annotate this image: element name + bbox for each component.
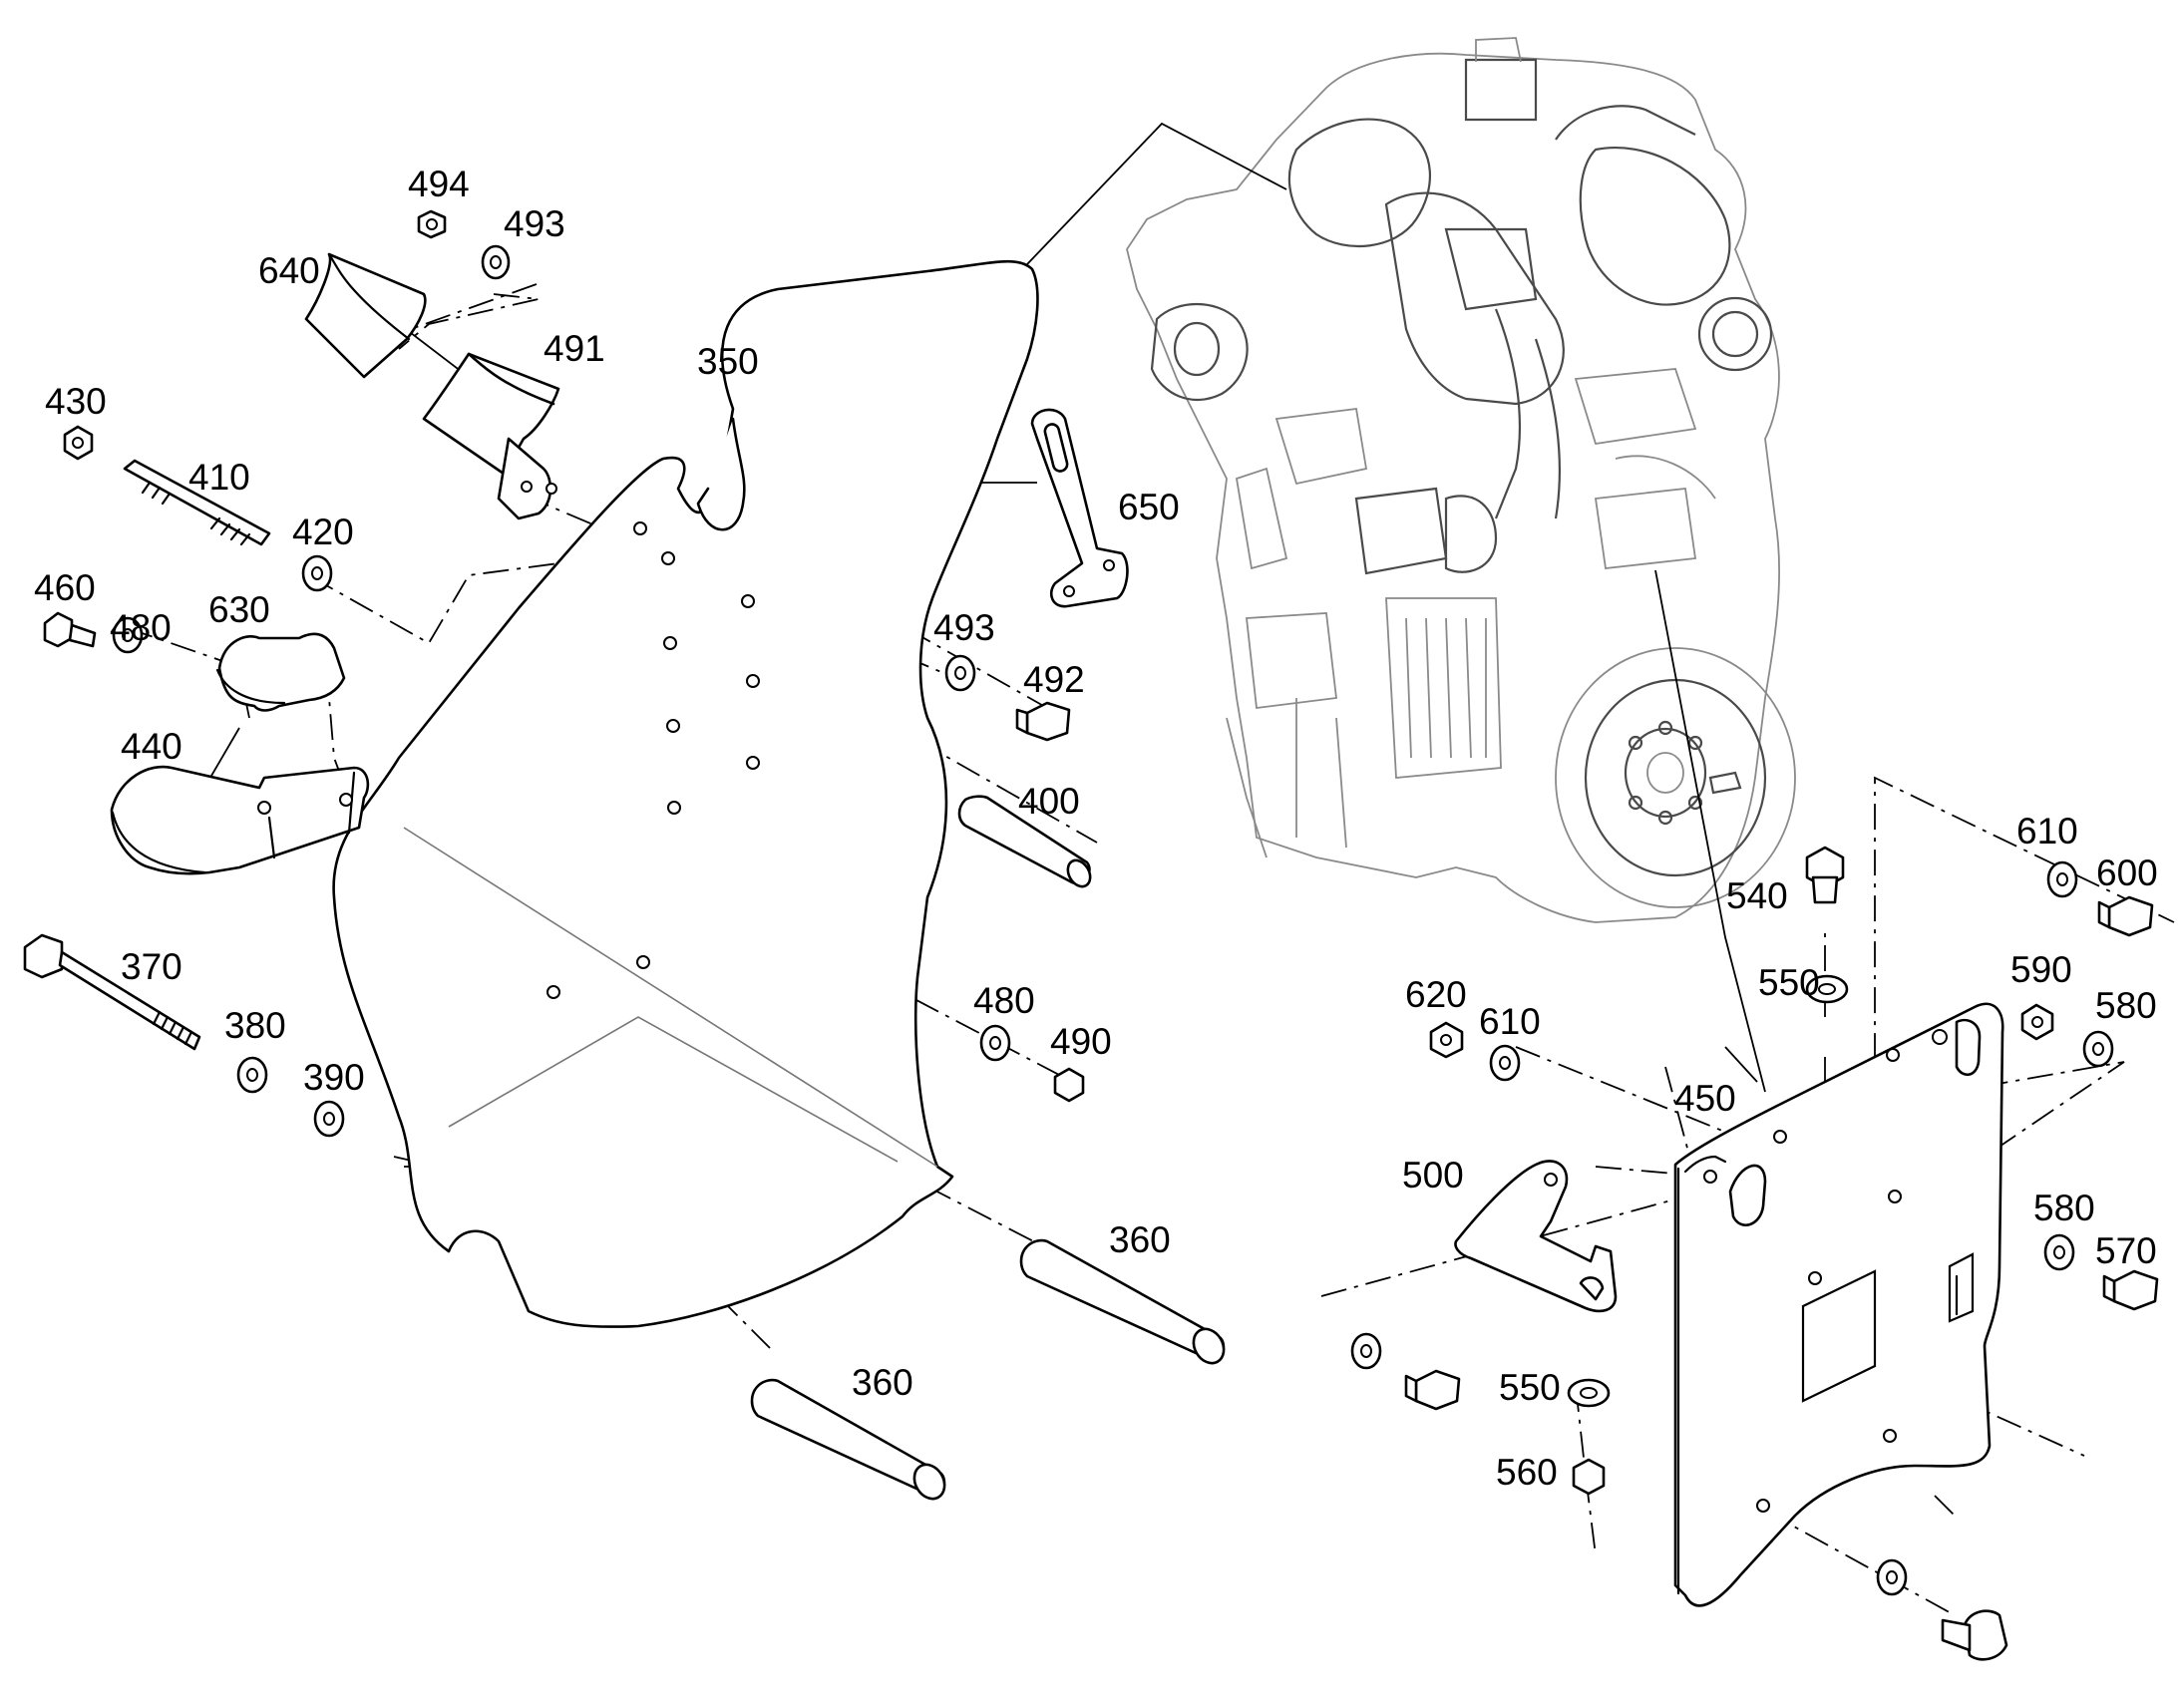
callout-370: 370 <box>121 946 182 987</box>
washer-493-right <box>944 654 976 692</box>
screw-bottom-450 <box>1941 1609 2008 1661</box>
callout-491: 491 <box>544 328 605 369</box>
callout-580: 580 <box>2033 1188 2095 1228</box>
callout-493: 493 <box>504 203 565 244</box>
callout-360: 360 <box>1109 1219 1171 1260</box>
callout-350: 350 <box>697 341 759 382</box>
callout-610: 610 <box>1479 1001 1541 1042</box>
callout-380: 380 <box>224 1005 286 1046</box>
shield-350 <box>332 259 1039 1328</box>
callout-430: 430 <box>45 381 107 422</box>
engine-assembly <box>1126 37 1796 923</box>
callout-480: 480 <box>973 980 1035 1021</box>
callout-570: 570 <box>2095 1230 2157 1271</box>
nut-494 <box>417 209 447 239</box>
bolt-570 <box>2102 1269 2159 1311</box>
callout-390: 390 <box>303 1057 365 1098</box>
clamp-440 <box>110 765 370 875</box>
callout-610: 610 <box>2016 811 2078 852</box>
clamp-491 <box>422 352 560 520</box>
bolt-left-500 <box>1404 1369 1461 1411</box>
callout-600: 600 <box>2096 853 2158 893</box>
callout-620: 620 <box>1405 974 1467 1015</box>
washer-610-upper <box>2046 860 2078 898</box>
callout-500: 500 <box>1402 1155 1464 1196</box>
spacer-360-upper <box>1019 1238 1226 1365</box>
washer-480-right <box>979 1024 1011 1062</box>
washer-610-lower <box>1489 1044 1521 1082</box>
callout-550: 550 <box>1499 1367 1561 1408</box>
washer-480-left <box>112 616 144 654</box>
callout-550: 550 <box>1758 962 1820 1003</box>
callout-630: 630 <box>208 589 270 630</box>
plate-450 <box>1673 1002 2004 1607</box>
callout-494: 494 <box>408 164 470 204</box>
callout-650: 650 <box>1118 487 1180 527</box>
nut-590 <box>2020 1003 2054 1041</box>
callout-450: 450 <box>1674 1078 1736 1119</box>
clamp-630 <box>215 632 346 712</box>
washer-580-upper <box>2082 1030 2114 1068</box>
washer-390 <box>313 1100 345 1138</box>
callout-labels: 494 493 640 491 350 430 410 420 650 460 … <box>34 164 2158 1493</box>
callout-580: 580 <box>2095 985 2157 1026</box>
callout-410: 410 <box>188 457 250 498</box>
washer-left-500 <box>1350 1332 1382 1370</box>
callout-420: 420 <box>292 512 354 552</box>
callout-400: 400 <box>1018 781 1080 822</box>
callout-590: 590 <box>2010 949 2072 990</box>
callout-440: 440 <box>121 726 182 767</box>
callout-360: 360 <box>852 1362 913 1403</box>
callout-492: 492 <box>1023 659 1085 700</box>
washer-380 <box>236 1056 268 1094</box>
spacer-360-lower <box>750 1378 946 1501</box>
washer-550-lower <box>1567 1378 1611 1408</box>
callout-540: 540 <box>1726 875 1788 916</box>
callout-560: 560 <box>1496 1452 1558 1493</box>
clamp-640 <box>304 252 427 379</box>
callout-640: 640 <box>258 250 320 291</box>
callout-490: 490 <box>1050 1021 1112 1062</box>
callout-480: 480 <box>110 607 172 648</box>
washer-493-top <box>481 244 511 280</box>
callout-460: 460 <box>34 567 96 608</box>
washer-420 <box>301 554 333 592</box>
nut-490 <box>1053 1067 1085 1103</box>
washer-580-lower <box>2043 1233 2075 1271</box>
nut-430 <box>63 425 94 461</box>
bolt-460 <box>43 611 97 648</box>
bolt-492 <box>1015 701 1071 742</box>
callout-493: 493 <box>933 607 995 648</box>
washer-550-upper <box>1805 974 1849 1004</box>
nut-560 <box>1572 1458 1606 1496</box>
bracket-500 <box>1454 1160 1618 1313</box>
washer-bottom-450 <box>1876 1558 1908 1596</box>
bracket-650 <box>1030 408 1129 608</box>
bolt-600 <box>2097 895 2154 937</box>
bolt-540 <box>1805 846 1845 904</box>
nut-620 <box>1429 1021 1464 1059</box>
spacer-400 <box>957 795 1092 888</box>
stud-410 <box>123 459 271 546</box>
bolt-370 <box>23 933 201 1051</box>
